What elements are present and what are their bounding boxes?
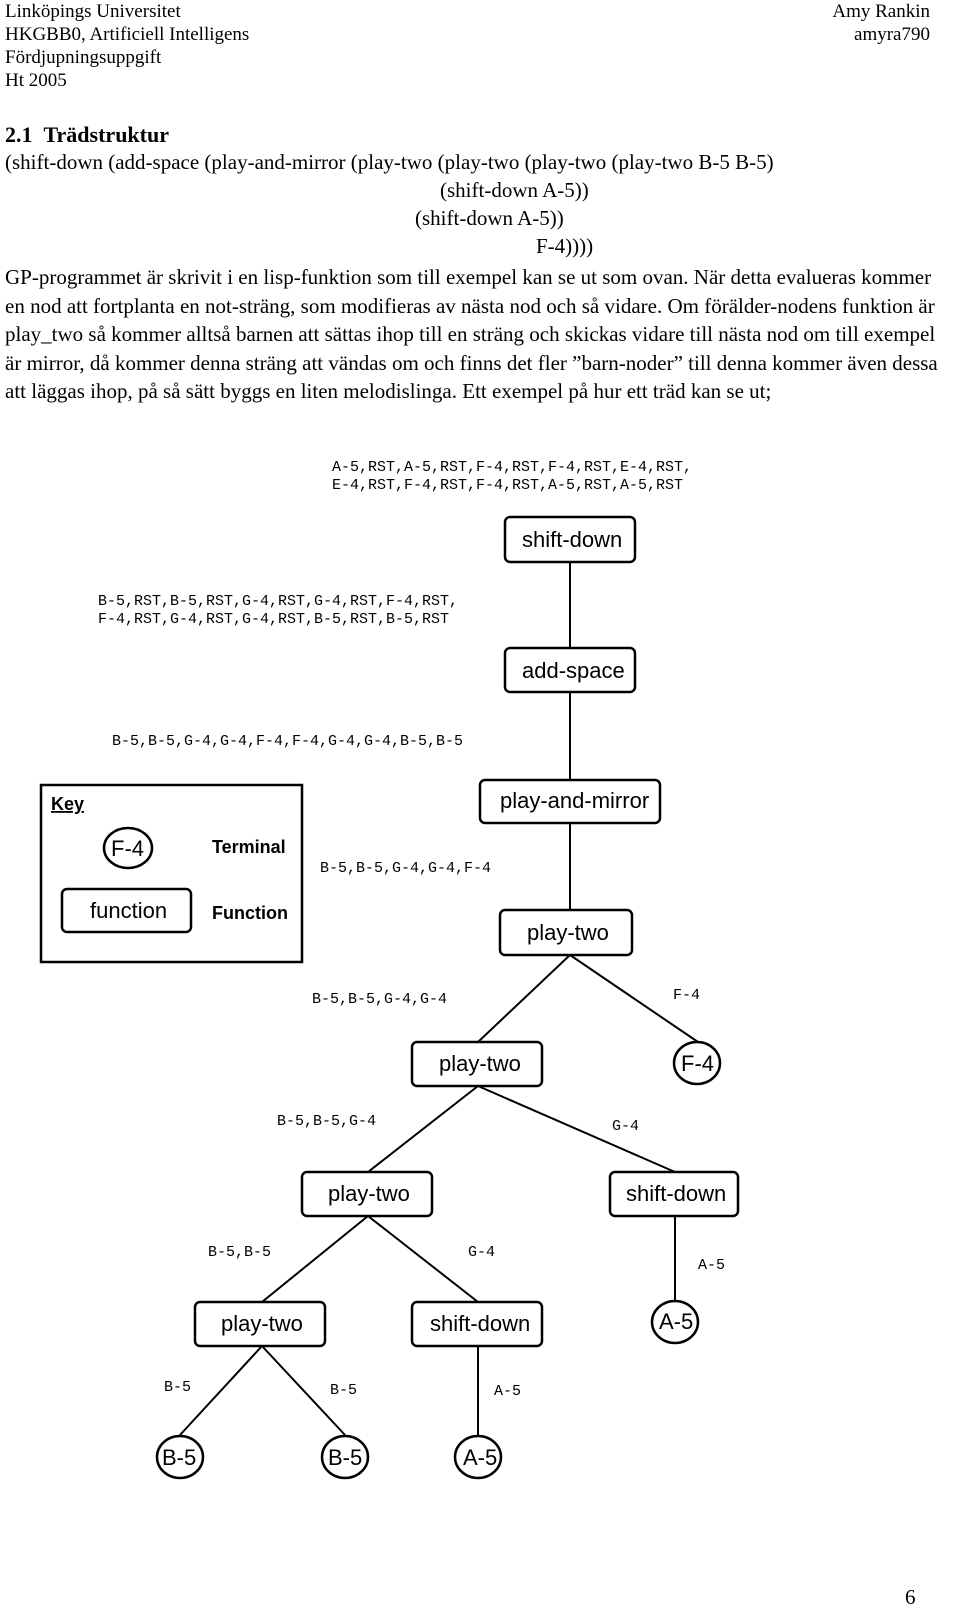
node-terminal-b5-a (155, 1434, 205, 1480)
edge-playtwo1-playtwo2 (477, 954, 571, 1043)
seq-space-line1: B-5,RST,B-5,RST,G-4,RST,G-4,RST,F-4,RST, (98, 593, 458, 610)
section-title: Trädstruktur (43, 122, 170, 147)
legend-terminal-sample: F-4 (111, 836, 144, 861)
seq-leaf-c: A-5 (494, 1383, 521, 1400)
section-heading: 2.1 Trädstruktur (5, 122, 169, 148)
node-play-and-mirror (478, 778, 662, 825)
seq-mirror: B-5,B-5,G-4,G-4,F-4,F-4,G-4,G-4,B-5,B-5 (112, 733, 463, 750)
edge-playtwo1-f4 (569, 954, 699, 1043)
legend-function-sample: function (90, 898, 167, 923)
seq-space-line2: F-4,RST,G-4,RST,G-4,RST,B-5,RST,B-5,RST (98, 611, 449, 628)
label-play-and-mirror: play-and-mirror (500, 788, 649, 813)
header-university: Linköpings Universitet (5, 1, 181, 22)
label-shift-down-root: shift-down (522, 527, 622, 552)
node-play-two-2 (410, 1040, 544, 1088)
edge-playtwo3-shiftdownmid (367, 1215, 479, 1303)
label-play-two-4: play-two (221, 1311, 303, 1336)
label-terminal-a5-mid: A-5 (463, 1445, 497, 1470)
header-user-id: amyra790 (854, 24, 930, 45)
node-terminal-a5-right (650, 1299, 700, 1345)
label-play-two-1: play-two (527, 920, 609, 945)
seq-root-line1: A-5,RST,A-5,RST,F-4,RST,F-4,RST,E-4,RST, (332, 459, 692, 476)
seq-shift-down-right: A-5 (698, 1257, 725, 1274)
body-paragraph: GP-programmet är skrivit i en lisp-funkt… (5, 263, 940, 406)
seq-play-two-3-right: G-4 (612, 1118, 639, 1135)
node-play-two-4 (193, 1300, 327, 1348)
label-terminal-a5-right: A-5 (659, 1309, 693, 1334)
legend-function-shape (60, 887, 193, 934)
seq-play-two-4-left: B-5,B-5 (208, 1244, 271, 1261)
edge-playtwo4-b5a (179, 1345, 263, 1436)
lisp-line-4: F-4)))) (536, 234, 594, 258)
seq-play-two-2-left: B-5,B-5,G-4,G-4 (312, 991, 447, 1008)
seq-play-two-4-mid: G-4 (468, 1244, 495, 1261)
paragraph-text: GP-programmet är skrivit i en lisp-funkt… (5, 265, 938, 403)
legend-terminal-label: Terminal (212, 837, 286, 857)
page-number: 6 (905, 1585, 916, 1609)
lisp-line-1: (shift-down (add-space (play-and-mirror … (5, 150, 774, 174)
legend-title: Key (51, 794, 84, 814)
seq-play-two-3-left: B-5,B-5,G-4 (277, 1113, 376, 1130)
legend-box: Key F-4 Terminal function Function (39, 783, 304, 964)
document-header-right: Amy Rankin amyra790 (832, 0, 930, 46)
seq-root-line2: E-4,RST,F-4,RST,F-4,RST,A-5,RST,A-5,RST (332, 477, 683, 494)
node-terminal-f4 (672, 1040, 722, 1086)
document-header-left: Linköpings Universitet HKGBB0, Artificie… (5, 0, 249, 92)
label-terminal-f4: F-4 (681, 1051, 714, 1076)
edge-playtwo4-b5b (261, 1345, 346, 1436)
seq-play-two-2-right: F-4 (673, 987, 700, 1004)
tree-edges (179, 562, 699, 1436)
legend-function-label: Function (212, 903, 288, 923)
node-terminal-b5-b (320, 1434, 370, 1480)
node-shift-down-right (608, 1170, 740, 1218)
node-play-two-1 (498, 908, 634, 957)
label-shift-down-mid: shift-down (430, 1311, 530, 1336)
seq-leaf-a: B-5 (164, 1379, 191, 1396)
label-play-two-3: play-two (328, 1181, 410, 1206)
edge-playtwo2-shiftdown (477, 1085, 676, 1173)
edge-playtwo3-playtwo4 (261, 1215, 369, 1303)
node-play-two-3 (300, 1170, 434, 1218)
legend-terminal-shape (102, 826, 154, 870)
label-play-two-2: play-two (439, 1051, 521, 1076)
node-add-space (503, 646, 637, 694)
node-shift-down-mid (410, 1300, 544, 1348)
label-terminal-b5-b: B-5 (328, 1445, 362, 1470)
node-terminal-a5-mid (453, 1434, 503, 1480)
header-assignment: Fördjupningsuppgift (5, 47, 162, 68)
lisp-line-2: (shift-down A-5)) (440, 178, 589, 202)
seq-play-two-1: B-5,B-5,G-4,G-4,F-4 (320, 860, 491, 877)
node-shift-down-root (503, 515, 637, 564)
seq-leaf-b: B-5 (330, 1382, 357, 1399)
edge-playtwo2-playtwo3 (367, 1085, 479, 1173)
section-number: 2.1 (5, 122, 33, 147)
label-add-space: add-space (522, 658, 625, 683)
lisp-line-3: (shift-down A-5)) (415, 206, 564, 230)
header-term: Ht 2005 (5, 70, 67, 91)
label-shift-down-right: shift-down (626, 1181, 726, 1206)
header-author: Amy Rankin (832, 1, 930, 22)
header-course: HKGBB0, Artificiell Intelligens (5, 24, 250, 45)
label-terminal-b5-a: B-5 (162, 1445, 196, 1470)
